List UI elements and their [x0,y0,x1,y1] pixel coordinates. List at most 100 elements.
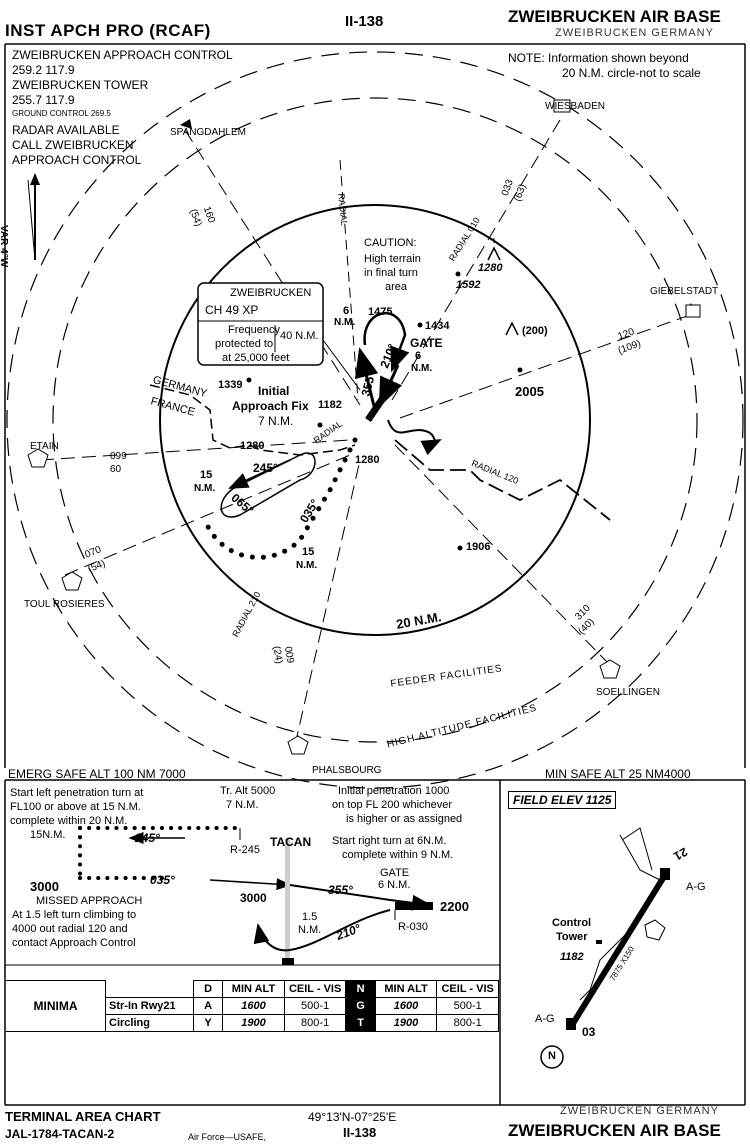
elev-1592: 1592 [456,279,481,291]
tacan-profile-bar [285,838,290,963]
radial-etain [39,439,351,461]
minima-r1-alt-2: 1600 [374,997,438,1015]
footer-chart-type: TERMINAL AREA CHART [5,1109,161,1124]
arresting-gear-top: A-G [686,881,706,893]
radar-line-3: APPROACH CONTROL [12,153,142,167]
var-arrow-icon [27,173,40,261]
missed-approach-2: At 1.5 left turn climbing to [12,909,137,921]
tacan-box [197,282,324,366]
tr-alt-line-1: Tr. Alt 5000 [220,785,276,797]
control-tower-line-2: Tower [556,931,588,943]
minima-r2-cv-2: 800-1 [436,1014,499,1032]
profile-runway [395,902,433,910]
radial-120-route [394,439,611,521]
tower-freqs: 255.7 117.9 [12,93,75,107]
profile-course-355: 355° [328,883,353,897]
approach-control-label: ZWEIBRUCKEN APPROACH CONTROL [12,48,233,62]
giebelstadt-label: GIEBELSTADT [650,286,719,297]
giebelstadt-facility-icon [685,304,701,318]
profile-right-note-3: is higher or as assigned [346,813,463,825]
tacan-range: 40 N.M. [280,330,319,342]
missed-approach-arrow [354,347,379,411]
profile-15nm: 15N.M. [30,829,66,841]
airfield-building [644,919,666,941]
phalsbourg-label: PHALSBOURG [312,765,382,776]
rwy03-threshold [566,1018,576,1030]
course-245: 245° [253,461,278,475]
final-approach-arrow [378,364,403,408]
caution-line-4: area [385,281,408,293]
elev-1182: 1182 [318,399,342,411]
minima-r1-alt-1: 1600 [222,997,285,1015]
missed-approach-1: MISSED APPROACH [36,895,143,907]
profile-1-5: 1.5 [302,911,318,923]
obstruction-1280-icon [487,238,501,261]
elev-1906: 1906 [466,541,491,553]
wiesbaden-facility-icon [553,99,571,113]
profile-alt-3000-left: 3000 [30,879,59,894]
chart-title: INST APCH PRO (RCAF) [5,21,211,40]
elev-1280-center: 1280 [355,454,380,466]
spot-elev-1592-dot [455,271,461,277]
profile-right-note-5: complete within 9 N.M. [342,849,454,861]
profile-course-035: 035° [150,873,175,887]
elev-2005: 2005 [515,384,544,399]
taxiway [579,834,661,1001]
six-nm-unit: N.M. [334,317,356,328]
missed-approach-3: 4000 out radial 120 and [12,923,128,935]
minima-mid-g: G [345,997,376,1015]
profile-tacan: TACAN [270,835,312,849]
airport-location: ZWEIBRUCKEN GERMANY [555,27,714,39]
radial-soellingen [394,444,611,666]
fifteen-nm-south-unit: N.M. [296,560,318,571]
etain-facility-icon [27,448,49,468]
toul-label: TOUL ROSIERES [24,599,105,610]
middle-dashed-ring [52,97,698,743]
radar-line-1: RADAR AVAILABLE [12,123,120,137]
elev-200: (200) [522,325,548,337]
rwy21-threshold [660,868,670,880]
obstruction-200-icon [505,321,519,336]
outbound-245-arrow [228,459,291,489]
radial-giebelstadt [399,314,691,419]
gate-nm: N.M. [411,363,433,374]
gate-label: GATE [410,336,443,350]
elev-1339: 1339 [218,379,243,391]
apron-outline [621,827,653,871]
minima-a: A [192,997,224,1015]
footer-location: ZWEIBRUCKEN GERMANY [560,1105,719,1117]
soellingen-facility-icon [599,659,621,679]
minima-r2-alt-2: 1900 [374,1014,438,1032]
minima-mid-t: T [345,1014,376,1032]
elev-1280-east: 1280 [478,262,503,274]
spot-elev-1434-dot [417,322,423,328]
note-line-2: 20 N.M. circle-not to scale [562,66,701,80]
radar-line-2: CALL ZWEIBRUCKEN [12,138,134,152]
minima-col-ceil-vis-2: CEIL - VIS [436,980,499,998]
tr-alt-line-2: 7 N.M. [226,799,259,811]
radial-toul [64,454,351,576]
runway-03-21 [569,873,668,1027]
holding-pattern [220,452,316,518]
radial-phalsbourg [294,459,361,746]
minima-row-2-label: Circling [105,1014,194,1032]
profile-course-245: 245° [135,831,160,845]
runway-03-label: 03 [582,1025,596,1039]
minima-label: MINIMA [6,980,106,1032]
radial-wiesbaden [391,119,561,401]
spot-elev-1339-dot [246,377,252,383]
fifteen-nm-west: 15 [200,469,213,481]
north-circle-icon [540,1045,564,1069]
phalsbourg-facility-icon [287,735,309,755]
airport-name: ZWEIBRUCKEN AIR BASE [508,7,721,26]
field-elevation: FIELD ELEV 1125 [508,791,617,809]
minima-r1-cv-2: 500-1 [436,997,499,1015]
profile-right-note-2: on top FL 200 whichever [332,799,453,811]
minima-d: D [192,980,224,998]
minima-header-blank [105,980,194,998]
profile-gate: GATE [380,867,410,879]
tacan-freq-line-3: at 25,000 feet [222,352,290,364]
elev-1434: 1434 [425,320,450,332]
